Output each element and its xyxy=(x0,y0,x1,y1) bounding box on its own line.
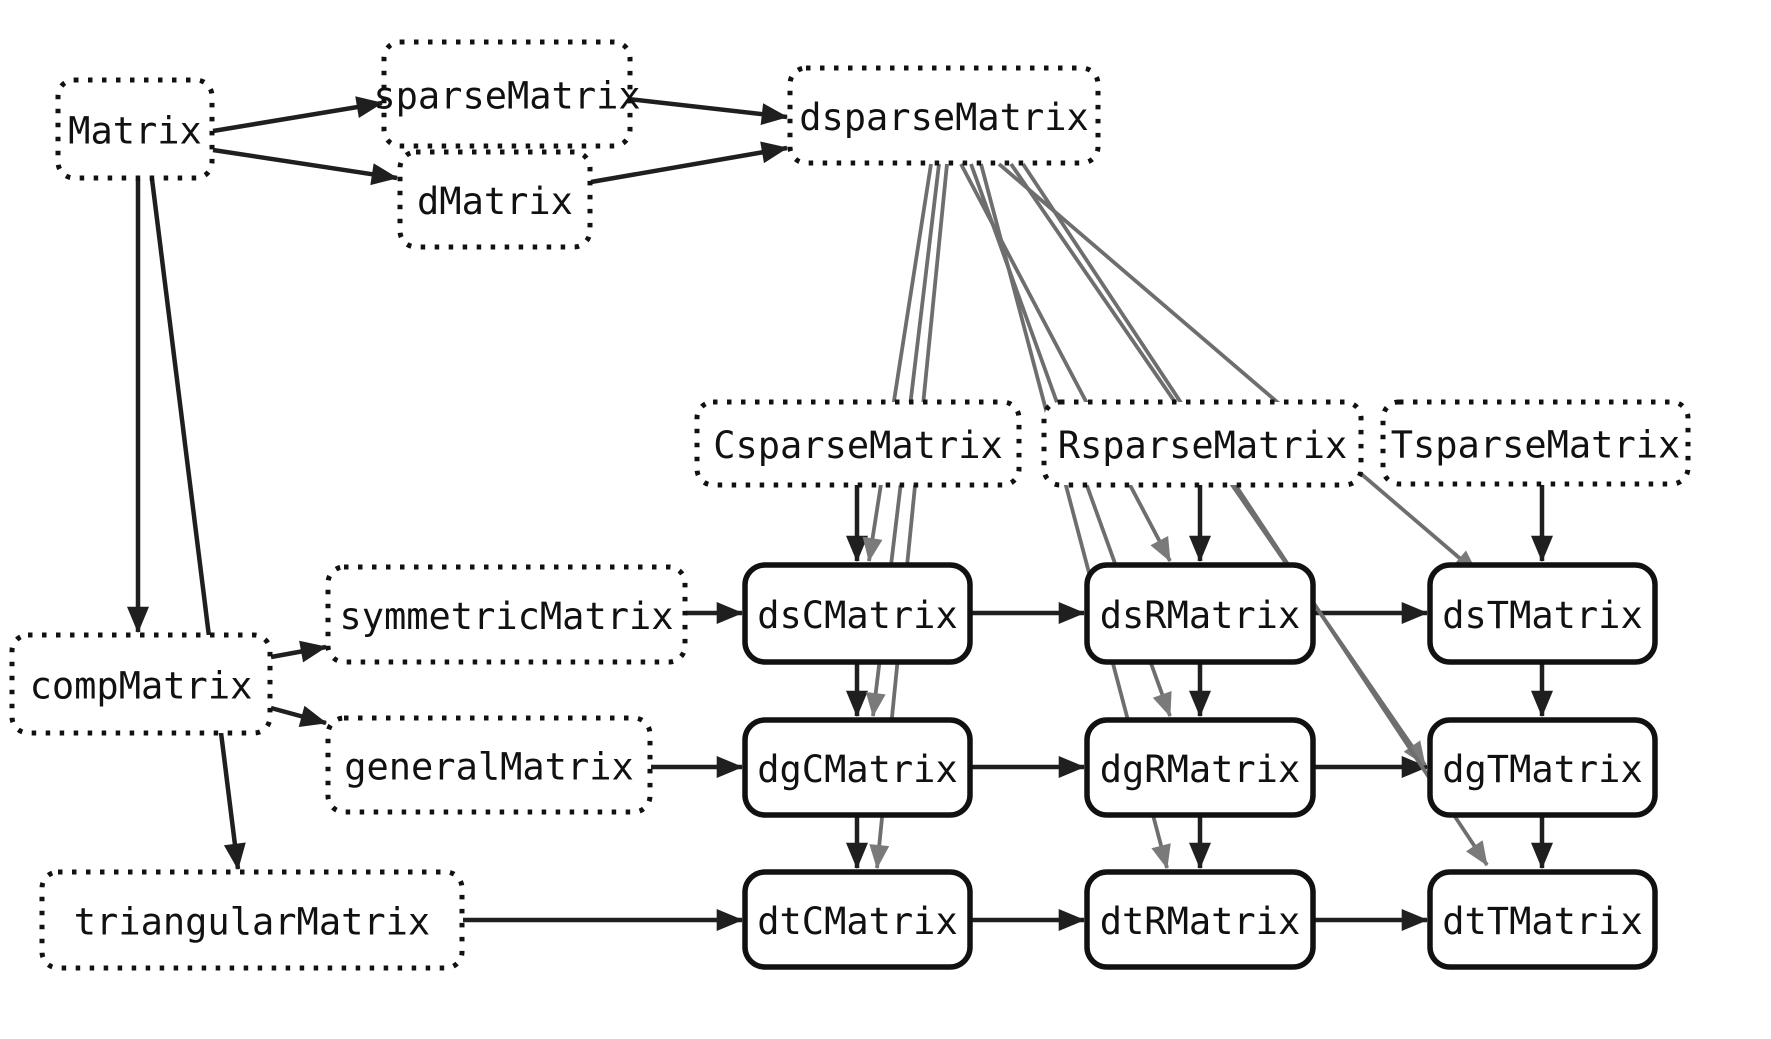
node-Matrix: Matrix xyxy=(55,77,215,181)
node-dgRMatrix-label: dgRMatrix xyxy=(1100,748,1300,791)
node-dgTMatrix-box xyxy=(1427,717,1658,818)
node-dtRMatrix-label: dtRMatrix xyxy=(1100,900,1300,943)
node-generalMatrix-box xyxy=(325,715,653,815)
node-CsparseMatrix: CsparseMatrix xyxy=(694,399,1022,488)
node-dsCMatrix: dsCMatrix xyxy=(742,562,973,665)
node-dsparseMatrix-label: dsparseMatrix xyxy=(799,96,1089,139)
node-generalMatrix: generalMatrix xyxy=(325,715,653,815)
node-dgRMatrix-box xyxy=(1084,717,1316,818)
node-compMatrix-label: compMatrix xyxy=(30,665,253,708)
node-dtRMatrix-box xyxy=(1084,869,1316,970)
node-dsTMatrix-box xyxy=(1427,562,1658,665)
node-RsparseMatrix-box xyxy=(1041,399,1364,488)
node-dsCMatrix-box xyxy=(742,562,973,665)
node-CsparseMatrix-label: CsparseMatrix xyxy=(713,424,1003,467)
node-dsRMatrix-label: dsRMatrix xyxy=(1100,594,1300,637)
edge-compMatrix-to-generalMatrix xyxy=(270,705,328,727)
node-dsparseMatrix-box xyxy=(787,65,1101,166)
edge-dMatrix-to-dsparseMatrix xyxy=(590,141,789,185)
node-Matrix-label: Matrix xyxy=(68,110,202,153)
edge-Matrix-to-sparseMatrix xyxy=(212,96,384,134)
node-dtCMatrix-label: dtCMatrix xyxy=(757,900,957,943)
node-sparseMatrix: sparseMatrix xyxy=(373,39,641,149)
node-dsRMatrix: dsRMatrix xyxy=(1084,562,1316,665)
edge-compMatrix-to-symmetricMatrix xyxy=(270,640,328,663)
node-TsparseMatrix: TsparseMatrix xyxy=(1380,399,1691,487)
node-dMatrix: dMatrix xyxy=(397,149,593,250)
node-dMatrix-label: dMatrix xyxy=(417,180,573,223)
node-dtTMatrix-label: dtTMatrix xyxy=(1442,900,1642,943)
node-compMatrix: compMatrix xyxy=(9,632,273,736)
edge-dsparseMatrix-to-dsTMatrix xyxy=(997,162,1479,575)
node-dsRMatrix-box xyxy=(1084,562,1316,665)
node-dgCMatrix-label: dgCMatrix xyxy=(757,748,957,791)
node-dMatrix-box xyxy=(397,149,593,250)
node-TsparseMatrix-box xyxy=(1380,399,1691,487)
node-dtCMatrix-box xyxy=(742,869,973,970)
node-dgRMatrix: dgRMatrix xyxy=(1084,717,1316,818)
node-symmetricMatrix-label: symmetricMatrix xyxy=(339,595,673,638)
node-dsTMatrix: dsTMatrix xyxy=(1427,562,1658,665)
node-dsCMatrix-label: dsCMatrix xyxy=(757,594,957,637)
node-dgTMatrix-label: dgTMatrix xyxy=(1442,748,1642,791)
node-generalMatrix-label: generalMatrix xyxy=(344,746,634,789)
node-triangularMatrix: triangularMatrix xyxy=(39,869,465,971)
node-symmetricMatrix: symmetricMatrix xyxy=(325,564,688,665)
edge-sparseMatrix-to-dsparseMatrix xyxy=(627,96,789,126)
node-Matrix-box xyxy=(55,77,215,181)
node-CsparseMatrix-box xyxy=(694,399,1022,488)
edge-Matrix-to-triangularMatrix xyxy=(149,178,246,871)
edge-Matrix-to-dMatrix xyxy=(212,147,399,186)
node-sparseMatrix-label: sparseMatrix xyxy=(373,75,640,118)
node-dtRMatrix: dtRMatrix xyxy=(1084,869,1316,970)
node-triangularMatrix-label: triangularMatrix xyxy=(74,901,430,944)
node-dsTMatrix-label: dsTMatrix xyxy=(1442,594,1642,637)
nodes-layer: Matrix sparseMatrix dMatrix dsparseMatrixCs… xyxy=(9,39,1691,971)
node-symmetricMatrix-box xyxy=(325,564,688,665)
node-compMatrix-box xyxy=(9,632,273,736)
node-dtTMatrix-box xyxy=(1427,869,1658,970)
node-dtTMatrix: dtTMatrix xyxy=(1427,869,1658,970)
node-RsparseMatrix-label: RsparseMatrix xyxy=(1058,424,1348,467)
node-dtCMatrix: dtCMatrix xyxy=(742,869,973,970)
node-TsparseMatrix-label: TsparseMatrix xyxy=(1391,424,1681,467)
edge-dsparseMatrix-to-dsCMatrix xyxy=(862,163,933,562)
node-RsparseMatrix: RsparseMatrix xyxy=(1041,399,1364,488)
node-dgTMatrix: dgTMatrix xyxy=(1427,717,1658,818)
node-dsparseMatrix: dsparseMatrix xyxy=(787,65,1101,166)
node-dgCMatrix-box xyxy=(742,717,973,818)
node-triangularMatrix-box xyxy=(39,869,465,971)
node-dgCMatrix: dgCMatrix xyxy=(742,717,973,818)
edge-dsparseMatrix-to-dtTMatrix xyxy=(1021,162,1489,867)
node-sparseMatrix-box xyxy=(381,39,633,149)
